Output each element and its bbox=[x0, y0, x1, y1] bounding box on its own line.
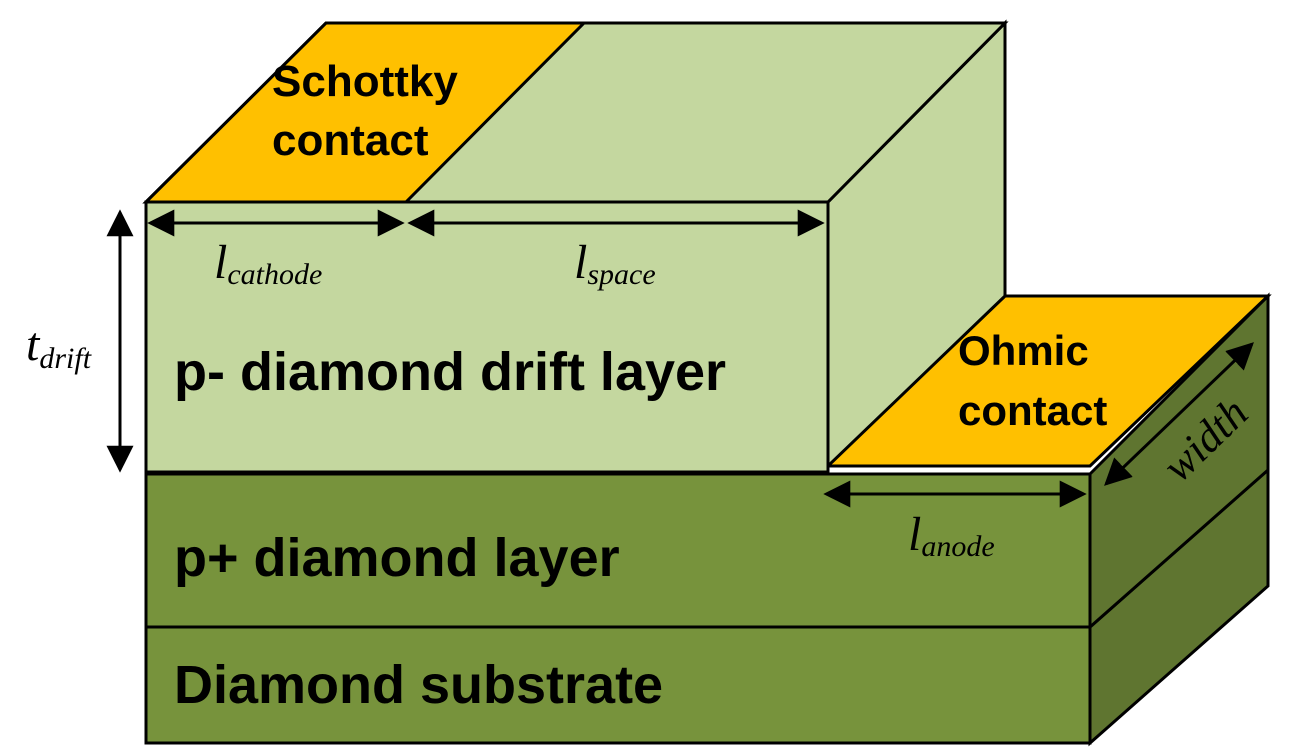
l-anode-label: lanode bbox=[908, 508, 995, 563]
l-space-base: l bbox=[574, 236, 587, 289]
ohmic-label-line1: Ohmic bbox=[958, 327, 1089, 374]
schottky-label-line2: contact bbox=[272, 116, 429, 165]
l-space-sub: space bbox=[587, 258, 655, 291]
l-anode-base: l bbox=[908, 508, 921, 561]
schottky-contact-face bbox=[142, 21, 588, 204]
ohmic-label-line2: contact bbox=[958, 387, 1107, 434]
t-drift-label: tdrift bbox=[26, 318, 92, 375]
drift-layer-label: p- diamond drift layer bbox=[174, 342, 726, 402]
l-anode-sub: anode bbox=[921, 530, 994, 563]
l-cathode-label: lcathode bbox=[214, 236, 322, 291]
t-drift-base: t bbox=[26, 318, 41, 371]
t-drift-sub: drift bbox=[39, 342, 91, 375]
l-space-label: lspace bbox=[574, 236, 656, 291]
drift-front-face bbox=[144, 200, 830, 474]
width-arrow bbox=[1104, 342, 1254, 486]
l-cathode-base: l bbox=[214, 236, 227, 289]
schottky-label-line1: Schottky bbox=[272, 57, 458, 106]
pplus-layer-label: p+ diamond layer bbox=[174, 528, 620, 588]
l-cathode-sub: cathode bbox=[227, 258, 322, 291]
substrate-label: Diamond substrate bbox=[174, 655, 663, 715]
